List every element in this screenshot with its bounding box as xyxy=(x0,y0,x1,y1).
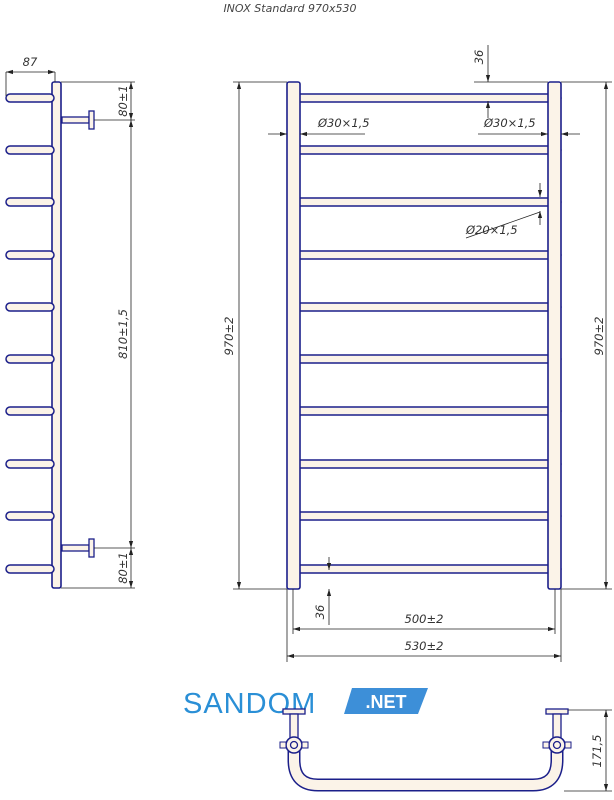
plan-fitting-right xyxy=(542,736,572,754)
brand-badge-text: .NET xyxy=(365,692,406,712)
side-rung-4 xyxy=(5,250,55,260)
side-bottom-offset-label: 80±1 xyxy=(116,552,130,584)
side-rung-3 xyxy=(5,197,55,207)
side-rung-10 xyxy=(5,564,55,574)
wall-mount-bottom xyxy=(61,538,95,558)
drawing-title: INOX Standard 970x530 xyxy=(223,2,356,15)
wall-mount-top xyxy=(61,110,95,130)
plan-bracket-left xyxy=(282,708,306,739)
side-depth-label: 87 xyxy=(23,55,38,69)
pipe-left-label: Ø30×1,5 xyxy=(317,116,370,130)
overall-width-label: 530±2 xyxy=(405,639,444,653)
rung-3 xyxy=(287,197,562,207)
plan-fitting-left xyxy=(279,736,309,754)
rung-pipe-label: Ø20×1,5 xyxy=(465,223,518,237)
bottom-offset-label: 36 xyxy=(313,605,327,620)
inner-width-label: 500±2 xyxy=(405,612,444,626)
side-view-post xyxy=(51,81,62,589)
front-view-rungs xyxy=(287,93,562,574)
plan-view: 171,5 xyxy=(279,708,612,792)
brand-logo: SANDOM .NET xyxy=(183,688,428,720)
side-top-offset-label: 80±1 xyxy=(116,85,130,117)
side-rung-5 xyxy=(5,302,55,312)
pipe-right-label: Ø30×1,5 xyxy=(483,116,536,130)
rung-4 xyxy=(287,250,562,260)
side-mount-span-label: 810±1,5 xyxy=(116,309,130,359)
side-view: 87 80±1 810±1,5 80±1 xyxy=(5,55,135,589)
side-rung-9 xyxy=(5,511,55,521)
plan-bracket-right xyxy=(545,708,569,739)
rung-6 xyxy=(287,354,562,364)
side-view-rungs xyxy=(5,93,55,574)
rung-5 xyxy=(287,302,562,312)
rung-1 xyxy=(287,93,562,103)
left-post xyxy=(286,81,301,590)
rung-7 xyxy=(287,406,562,416)
rung-2 xyxy=(287,145,562,155)
brand-badge-bg xyxy=(344,688,428,714)
side-rung-6 xyxy=(5,354,55,364)
rung-9 xyxy=(287,511,562,521)
front-view: 970±2 970±2 36 Ø30×1,5 Ø30×1,5 Ø20×1,5 3… xyxy=(222,45,612,662)
side-rung-8 xyxy=(5,459,55,469)
bottom-projection-label: 171,5 xyxy=(590,735,604,768)
side-rung-7 xyxy=(5,406,55,416)
right-post xyxy=(547,81,562,590)
front-height-right-label: 970±2 xyxy=(592,317,606,356)
side-rung-2 xyxy=(5,145,55,155)
side-rung-1 xyxy=(5,93,55,103)
rung-8 xyxy=(287,459,562,469)
front-height-left-label: 970±2 xyxy=(222,317,236,356)
top-offset-label: 36 xyxy=(472,50,486,65)
